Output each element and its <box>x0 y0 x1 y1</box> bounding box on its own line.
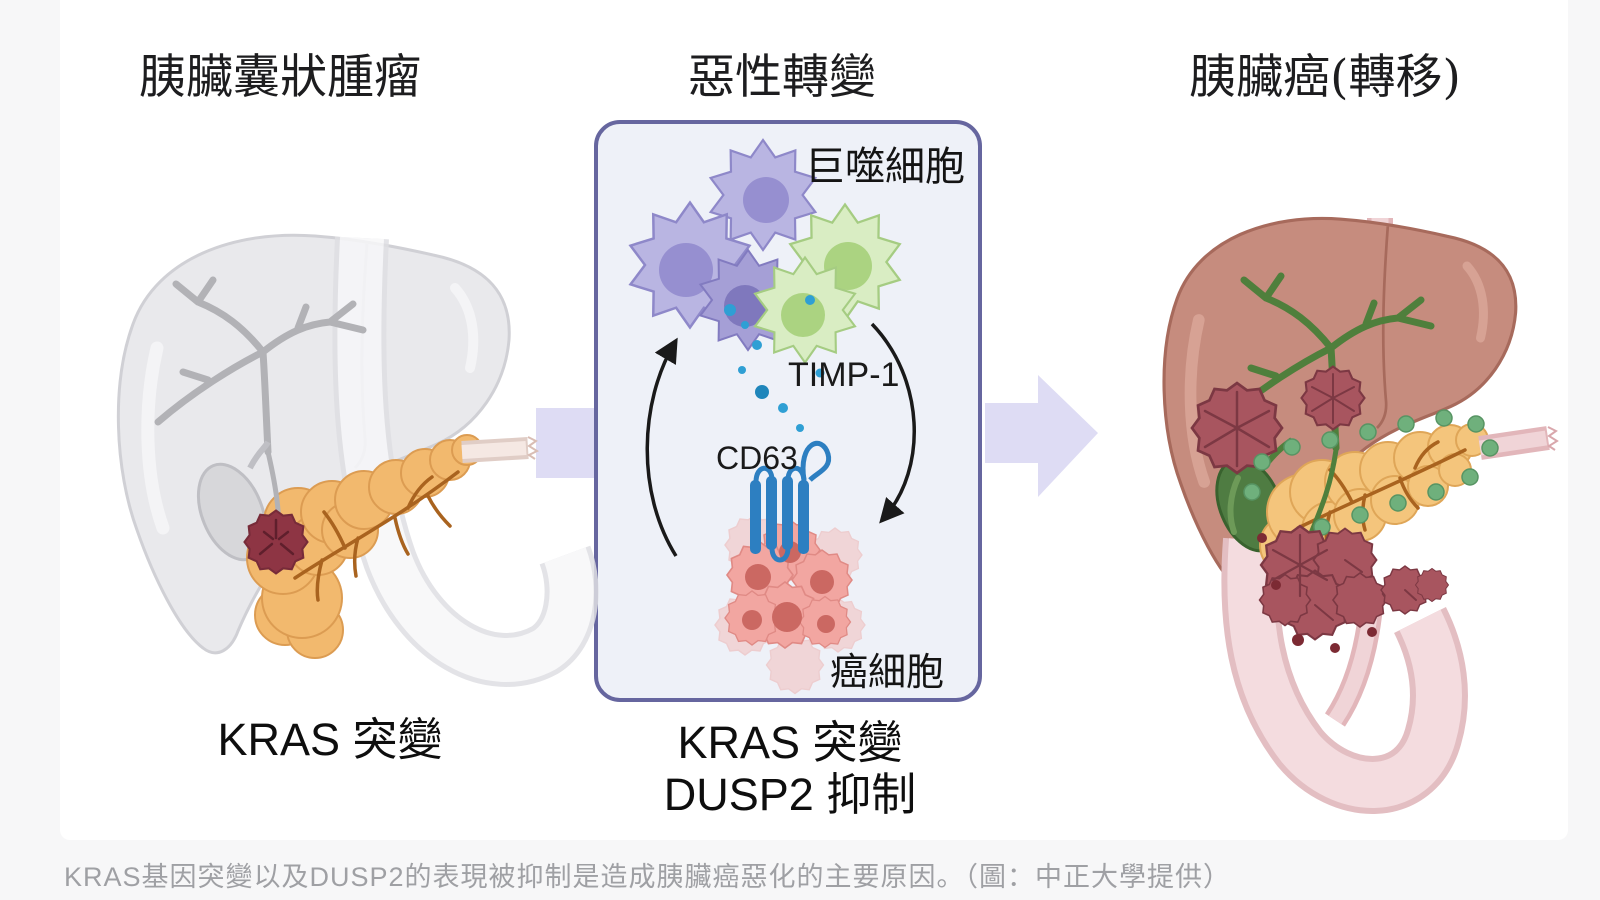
macrophage-cell-green <box>753 256 857 364</box>
metastatic-organs-illustration <box>1162 216 1559 814</box>
healthy-organs-illustration <box>116 233 599 687</box>
diseased-liver-illustration <box>1162 216 1518 596</box>
tumor-seed-dots <box>1257 533 1377 653</box>
cd63-receptor-icon <box>750 441 832 563</box>
stomach-duodenum <box>1221 537 1468 814</box>
pancreas-illustration <box>246 434 483 659</box>
gray-stomach-outline <box>332 236 599 687</box>
transformation-cycle <box>629 138 916 695</box>
panel-title-pancreatic-cancer: 胰臟癌(轉移) <box>1189 50 1461 105</box>
cancer-cell-label: 癌細胞 <box>830 650 945 694</box>
illustrations <box>116 138 1559 814</box>
panel-title-malignant-transformation: 惡性轉變 <box>688 50 876 105</box>
pancreatic-tumor-cluster <box>1258 524 1449 641</box>
cycle-arrow-down <box>870 322 916 524</box>
arrow-right-icon <box>985 375 1098 497</box>
dusp2-suppression-label: DUSP2 抑制 <box>663 769 917 820</box>
kras-mutation-label-left: KRAS 突變 <box>217 714 443 765</box>
macrophage-label: 巨噬細胞 <box>805 144 965 190</box>
cycle-arrow-up <box>645 337 678 557</box>
macrophage-cluster <box>629 138 901 364</box>
cancer-cell-nuclei <box>742 541 835 633</box>
cancer-cell-cluster <box>714 514 866 695</box>
pancreas-vessels <box>293 470 460 602</box>
timp1-label: TIMP-1 <box>788 356 900 394</box>
panel-title-cystic-tumor: 胰臟囊狀腫瘤 <box>139 50 421 105</box>
lymph-nodes <box>1243 409 1499 536</box>
figure-caption: KRAS基因突變以及DUSP2的表現被抑制是造成胰臟癌惡化的主要原因。（圖：中正… <box>64 862 1232 892</box>
gray-liver-illustration <box>116 233 511 655</box>
cd63-label: CD63 <box>716 440 798 476</box>
splenic-vessel-stump <box>461 436 540 463</box>
liver-metastasis-tumor <box>1190 365 1366 475</box>
cystic-tumor <box>243 509 309 575</box>
macrophage-cell-purple <box>709 138 817 252</box>
timp1-dots <box>724 295 825 432</box>
macrophage-cell-purple <box>629 201 751 329</box>
kras-mutation-label-middle: KRAS 突變 <box>677 717 903 768</box>
